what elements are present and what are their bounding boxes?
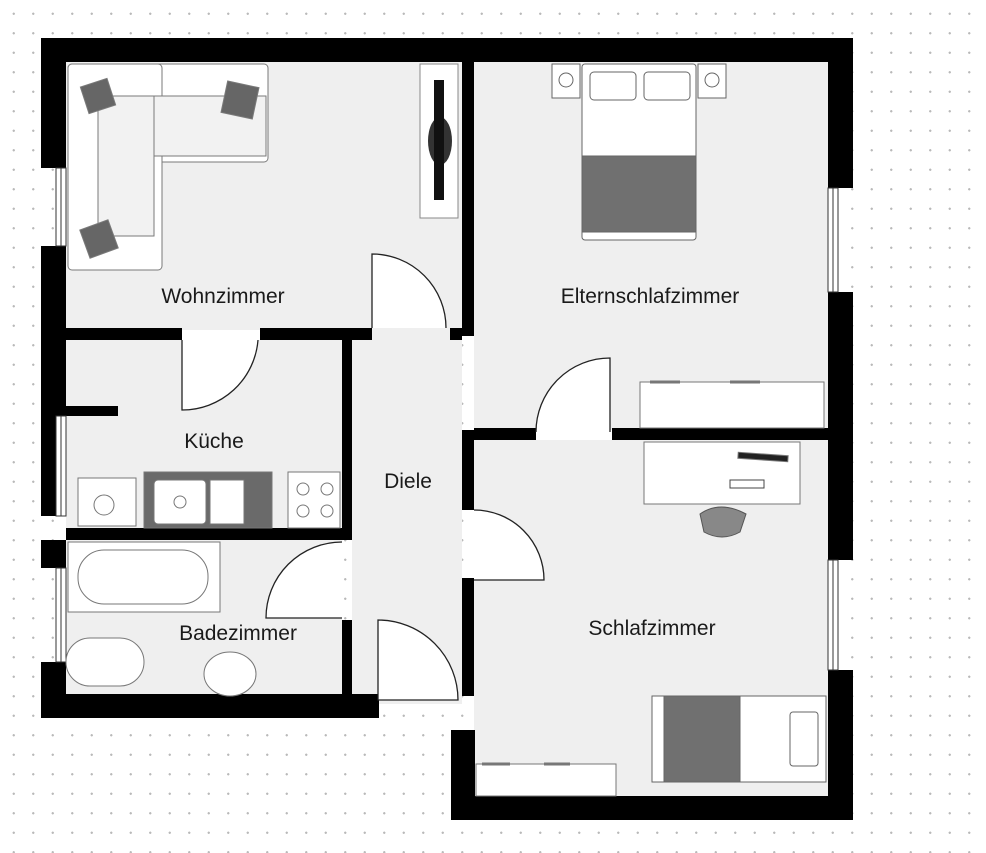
door-kueche xyxy=(181,339,259,411)
label-wohnzimmer: Wohnzimmer xyxy=(161,285,285,308)
door-bad xyxy=(265,541,343,619)
door-eltern xyxy=(535,357,611,433)
door-entrance xyxy=(377,619,459,701)
double-bed xyxy=(551,63,727,241)
outer-walls xyxy=(41,38,853,820)
floor-areas xyxy=(66,62,828,796)
desk xyxy=(643,441,801,538)
label-diele: Diele xyxy=(384,470,432,493)
door-wohnzimmer xyxy=(371,253,447,329)
sofa xyxy=(67,63,269,271)
door-schlafzimmer xyxy=(473,509,545,581)
label-kueche: Küche xyxy=(184,430,244,453)
bathroom-fixtures xyxy=(65,541,257,697)
doors xyxy=(181,253,611,701)
inner-walls xyxy=(66,62,828,696)
label-schlafzimmer: Schlafzimmer xyxy=(588,617,716,640)
tv xyxy=(419,63,459,219)
label-elternschlafzimmer: Elternschlafzimmer xyxy=(560,285,740,308)
label-badezimmer: Badezimmer xyxy=(179,622,297,645)
wardrobe-eltern xyxy=(639,380,825,429)
single-bed xyxy=(651,695,827,783)
wardrobe-schlafzimmer xyxy=(475,762,617,797)
kitchen-counter xyxy=(77,471,341,529)
windows xyxy=(55,167,839,671)
